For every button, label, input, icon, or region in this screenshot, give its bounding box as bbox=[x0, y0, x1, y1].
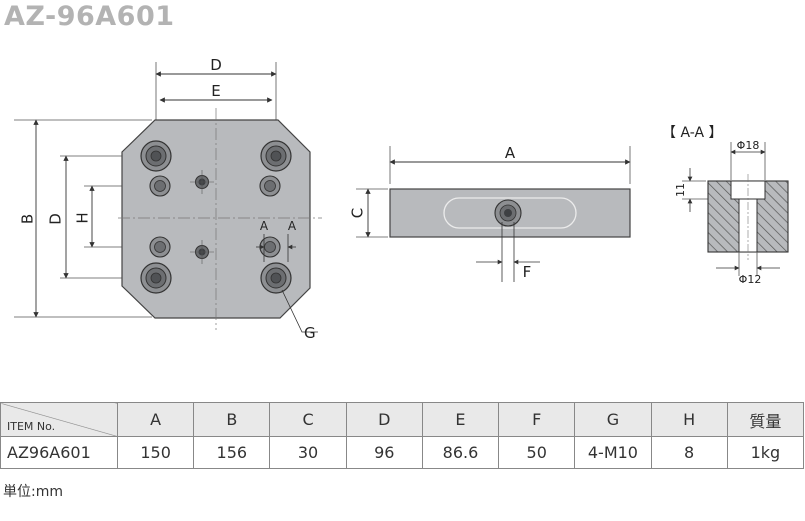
header-d: D bbox=[345, 402, 423, 437]
small-hole bbox=[259, 236, 281, 258]
value-a-cell: 150 bbox=[116, 436, 195, 469]
label-section-a-left: A bbox=[260, 219, 269, 233]
small-hole bbox=[149, 236, 171, 258]
label-e: E bbox=[211, 82, 220, 100]
header-f: F bbox=[498, 402, 576, 437]
value-d-cell: 96 bbox=[345, 436, 423, 469]
small-hole bbox=[149, 175, 171, 197]
item-number-cell: AZ96A601 bbox=[0, 436, 118, 469]
table-row: AZ96A601 150 156 30 96 86.6 50 4-M10 8 1… bbox=[0, 436, 805, 469]
technical-drawing: D E B D H A A G A C F 【 A-A 】 bbox=[14, 56, 789, 342]
counterbore-hole bbox=[140, 262, 172, 294]
value-e-cell: 86.6 bbox=[421, 436, 500, 469]
section-view: 【 A-A 】 Φ18 11 Φ12 bbox=[662, 125, 789, 286]
counterbore-hole bbox=[260, 262, 292, 294]
value-c-cell: 30 bbox=[269, 436, 347, 469]
label-depth-11: 11 bbox=[674, 183, 687, 197]
small-hole bbox=[259, 175, 281, 197]
tapped-hole bbox=[190, 240, 214, 264]
value-mass-cell: 1kg bbox=[726, 436, 805, 469]
header-e: E bbox=[421, 402, 500, 437]
label-c: C bbox=[349, 208, 367, 218]
label-d-top: D bbox=[210, 56, 222, 74]
label-dia-12: Φ12 bbox=[739, 273, 762, 286]
side-view: A C F bbox=[349, 144, 631, 282]
value-f-cell: 50 bbox=[498, 436, 576, 469]
label-g: G bbox=[304, 324, 316, 342]
slot-outline bbox=[443, 197, 577, 229]
label-h: H bbox=[74, 212, 92, 223]
counterbore-hole bbox=[140, 140, 172, 172]
leader-line-g bbox=[281, 289, 318, 333]
label-section-a-right: A bbox=[288, 219, 297, 233]
label-dia-18: Φ18 bbox=[737, 139, 760, 152]
tapped-hole bbox=[190, 170, 214, 194]
header-g: G bbox=[574, 402, 652, 437]
side-bolt-hole bbox=[494, 199, 522, 227]
counterbore-hole bbox=[260, 140, 292, 172]
label-a: A bbox=[505, 144, 516, 162]
section-title: 【 A-A 】 bbox=[662, 125, 723, 141]
table-corner-cell: ITEM No. bbox=[0, 402, 118, 437]
value-h-cell: 8 bbox=[650, 436, 728, 469]
item-no-label: ITEM No. bbox=[7, 420, 56, 433]
table-header-row: ITEM No. A B C D E F G H 質量 bbox=[0, 402, 805, 437]
header-b: B bbox=[193, 402, 271, 437]
top-view: D E B D H A A G bbox=[14, 56, 322, 342]
product-title: AZ-96A601 bbox=[4, 1, 175, 32]
header-h: H bbox=[650, 402, 728, 437]
header-c: C bbox=[269, 402, 347, 437]
label-d-left: D bbox=[47, 213, 65, 225]
label-f: F bbox=[523, 263, 532, 281]
header-mass: 質量 bbox=[726, 402, 805, 437]
value-g-cell: 4-M10 bbox=[574, 436, 652, 469]
label-b: B bbox=[19, 214, 37, 224]
spec-table: ITEM No. A B C D E F G H 質量 AZ96A601 150… bbox=[0, 402, 805, 469]
header-a: A bbox=[116, 402, 195, 437]
unit-note: 単位:mm bbox=[3, 484, 63, 500]
value-b-cell: 156 bbox=[193, 436, 271, 469]
